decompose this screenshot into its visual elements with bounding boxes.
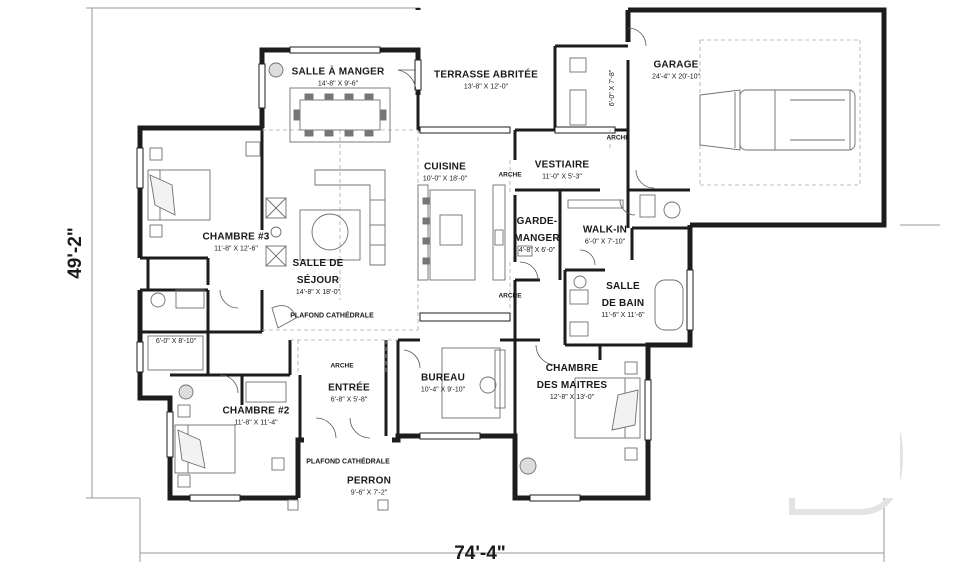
room-bath-2: 6'-0" X 8'-10" <box>156 337 196 345</box>
room-size: 6'-0" X 7'-8" <box>608 69 616 107</box>
room-size: 11'-8" X 12'-6" <box>214 245 258 253</box>
room-name: CHAMBRE #2 <box>222 405 290 417</box>
room-walk-in: WALK-IN 6'-0" X 7'-10" <box>582 220 628 246</box>
room-size: 13'-8" X 12'-0" <box>463 83 509 91</box>
room-name: TERRASSE ABRITÉE <box>434 69 538 81</box>
room-name: PERRON <box>347 475 391 487</box>
room-garde-manger: GARDE- MANGER 4'-8" X 6'-0" <box>514 212 560 254</box>
room-size: 6'-8" X 5'-8" <box>330 396 368 404</box>
room-size: 10'-0" X 18'-0" <box>422 175 468 183</box>
room-name-line2: DE BAIN <box>601 297 645 309</box>
interior-walls <box>140 44 690 440</box>
room-size: 24'-4" X 20'-10" <box>651 73 701 81</box>
room-size: 14'-8" X 9'-6" <box>317 80 359 88</box>
room-name: GARAGE <box>653 59 699 71</box>
room-garage: GARAGE 24'-4" X 20'-10" <box>651 55 701 81</box>
overall-height-dimension: 49'-2" <box>65 227 86 279</box>
room-chambre-3: CHAMBRE #3 11'-8" X 12'-6" <box>202 227 270 253</box>
overall-width-dimension: 74'-4" <box>454 543 506 564</box>
furniture <box>147 57 856 511</box>
room-size: 11'-8" X 11'-4" <box>234 419 278 427</box>
room-name-line1: GARDE- <box>516 216 558 228</box>
room-closet-garage: 6'-0" X 7'-8" <box>608 70 616 106</box>
room-salle-de-sejour: SALLE DE SÉJOUR 14'-8" X 18'-0" <box>292 254 343 296</box>
windows <box>136 46 694 502</box>
room-name-line2: DES MAITRES <box>536 379 608 391</box>
room-salle-de-bain: SALLE DE BAIN 11'-6" X 11'-6" <box>601 277 644 319</box>
room-name: BUREAU <box>421 372 465 384</box>
room-name-line1: SALLE DE <box>292 258 344 270</box>
door-swings <box>219 27 655 439</box>
room-size: 4'-8" X 6'-0" <box>518 246 556 254</box>
room-name: WALK-IN <box>582 224 628 236</box>
room-name-line1: CHAMBRE <box>545 363 599 375</box>
room-cuisine: CUISINE 10'-0" X 18'-0" <box>422 157 468 183</box>
room-name: VESTIAIRE <box>534 159 590 171</box>
room-name-line2: SÉJOUR <box>296 274 340 286</box>
room-size: 14'-8" X 18'-0" <box>295 288 341 296</box>
room-name: ENTRÉE <box>328 382 370 394</box>
room-size: 11'-6" X 11'-6" <box>601 311 645 319</box>
room-size: 9'-6" X 7'-2" <box>350 489 388 497</box>
room-size: 6'-0" X 8'-10" <box>155 337 197 345</box>
room-size: 6'-0" X 7'-10" <box>584 238 626 246</box>
note-plafond-cathedrale-sejour: PLAFOND CATHÉDRALE <box>290 312 374 320</box>
room-vestiaire: VESTIAIRE 11'-0" X 5'-3" <box>534 155 590 181</box>
room-name: CUISINE <box>424 161 466 173</box>
room-name-line1: SALLE <box>606 281 640 293</box>
room-name-line2: MANGER <box>514 232 560 244</box>
note-arche-garage: ARCHE <box>606 134 630 142</box>
room-chambre-2: CHAMBRE #2 11'-8" X 11'-4" <box>222 401 290 427</box>
note-arche-cuisine-1: ARCHE <box>498 171 522 179</box>
note-plafond-cathedrale-perron: PLAFOND CATHÉDRALE <box>306 458 390 466</box>
room-chambre-des-maitres: CHAMBRE DES MAITRES 12'-8" X 13'-0" <box>537 359 608 401</box>
note-arche-entree: ARCHE <box>330 362 354 370</box>
room-terrasse: TERRASSE ABRITÉE 13'-8" X 12'-0" <box>434 65 538 91</box>
room-size: 11'-0" X 5'-3" <box>542 173 582 181</box>
room-salle-a-manger: SALLE À MANGER 14'-8" X 9'-6" <box>291 62 385 88</box>
room-entree: ENTRÉE 6'-8" X 5'-8" <box>328 378 370 404</box>
room-size: 10'-4" X 9'-10" <box>420 386 466 394</box>
room-size: 12'-8" X 13'-0" <box>549 393 595 401</box>
room-perron: PERRON 9'-6" X 7'-2" <box>347 471 391 497</box>
room-name: SALLE À MANGER <box>291 66 385 78</box>
room-bureau: BUREAU 10'-4" X 9'-10" <box>420 368 466 394</box>
note-arche-cuisine-2: ARCHE <box>498 292 522 300</box>
room-name: CHAMBRE #3 <box>202 231 270 243</box>
